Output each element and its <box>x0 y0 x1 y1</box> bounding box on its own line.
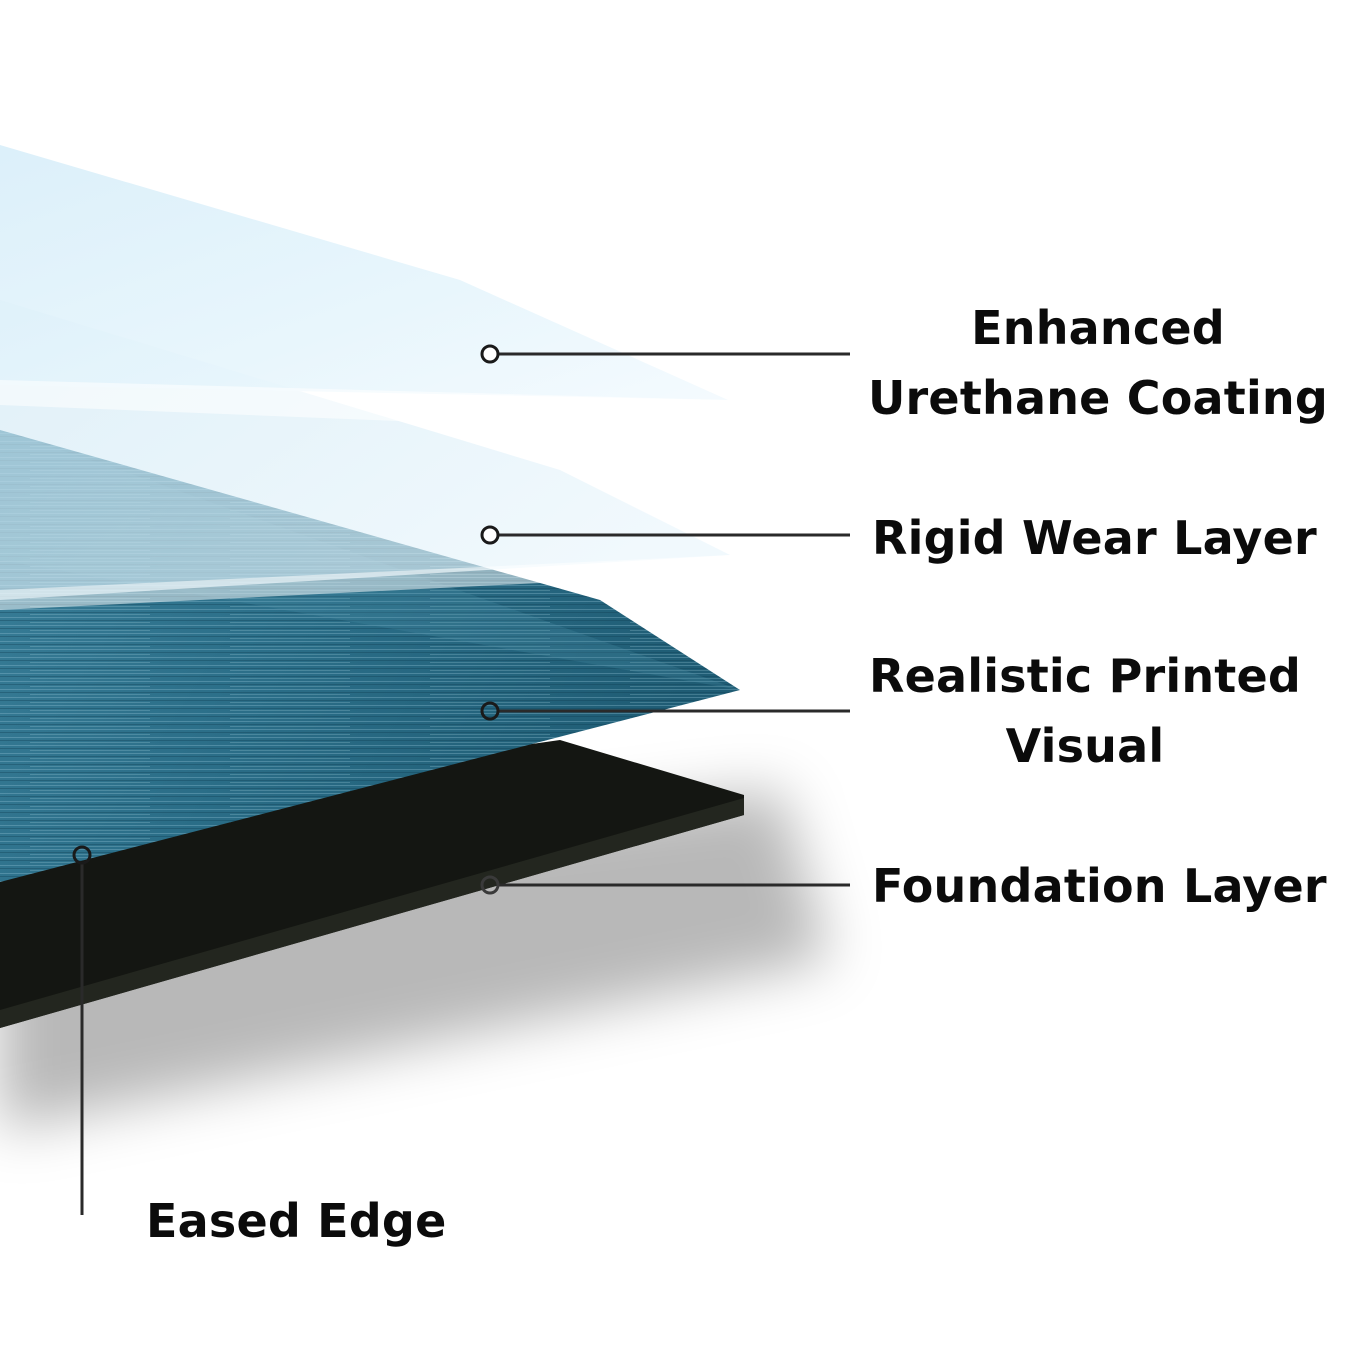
label-enhanced-urethane-coating: Enhanced Urethane Coating <box>862 293 1334 433</box>
marker-dot-foundation <box>480 875 500 895</box>
label-wear-line-1: Rigid Wear Layer <box>872 511 1317 565</box>
coating-layer <box>0 145 728 430</box>
label-realistic-printed-visual: Realistic Printed Visual <box>852 641 1318 781</box>
marker-dot-wear <box>480 525 500 545</box>
leader-line-coating <box>480 344 850 364</box>
leader-line-visual <box>480 701 850 721</box>
label-eased-edge: Eased Edge <box>146 1186 446 1256</box>
label-coating-line-2: Urethane Coating <box>867 371 1328 425</box>
label-foundation-layer: Foundation Layer <box>872 851 1327 921</box>
marker-dot-edge <box>72 845 92 865</box>
label-visual-line-2: Visual <box>1005 719 1165 773</box>
label-edge-line-1: Eased Edge <box>146 1194 447 1248</box>
leader-line-edge <box>72 845 92 1215</box>
label-foundation-line-1: Foundation Layer <box>872 859 1327 913</box>
marker-dot-visual <box>480 701 500 721</box>
label-coating-line-1: Enhanced <box>971 301 1225 355</box>
leader-line-wear <box>480 525 850 545</box>
label-rigid-wear-layer: Rigid Wear Layer <box>872 503 1317 573</box>
marker-dot-coating <box>480 344 500 364</box>
leader-line-foundation <box>480 875 850 895</box>
label-visual-line-1: Realistic Printed <box>868 649 1302 703</box>
